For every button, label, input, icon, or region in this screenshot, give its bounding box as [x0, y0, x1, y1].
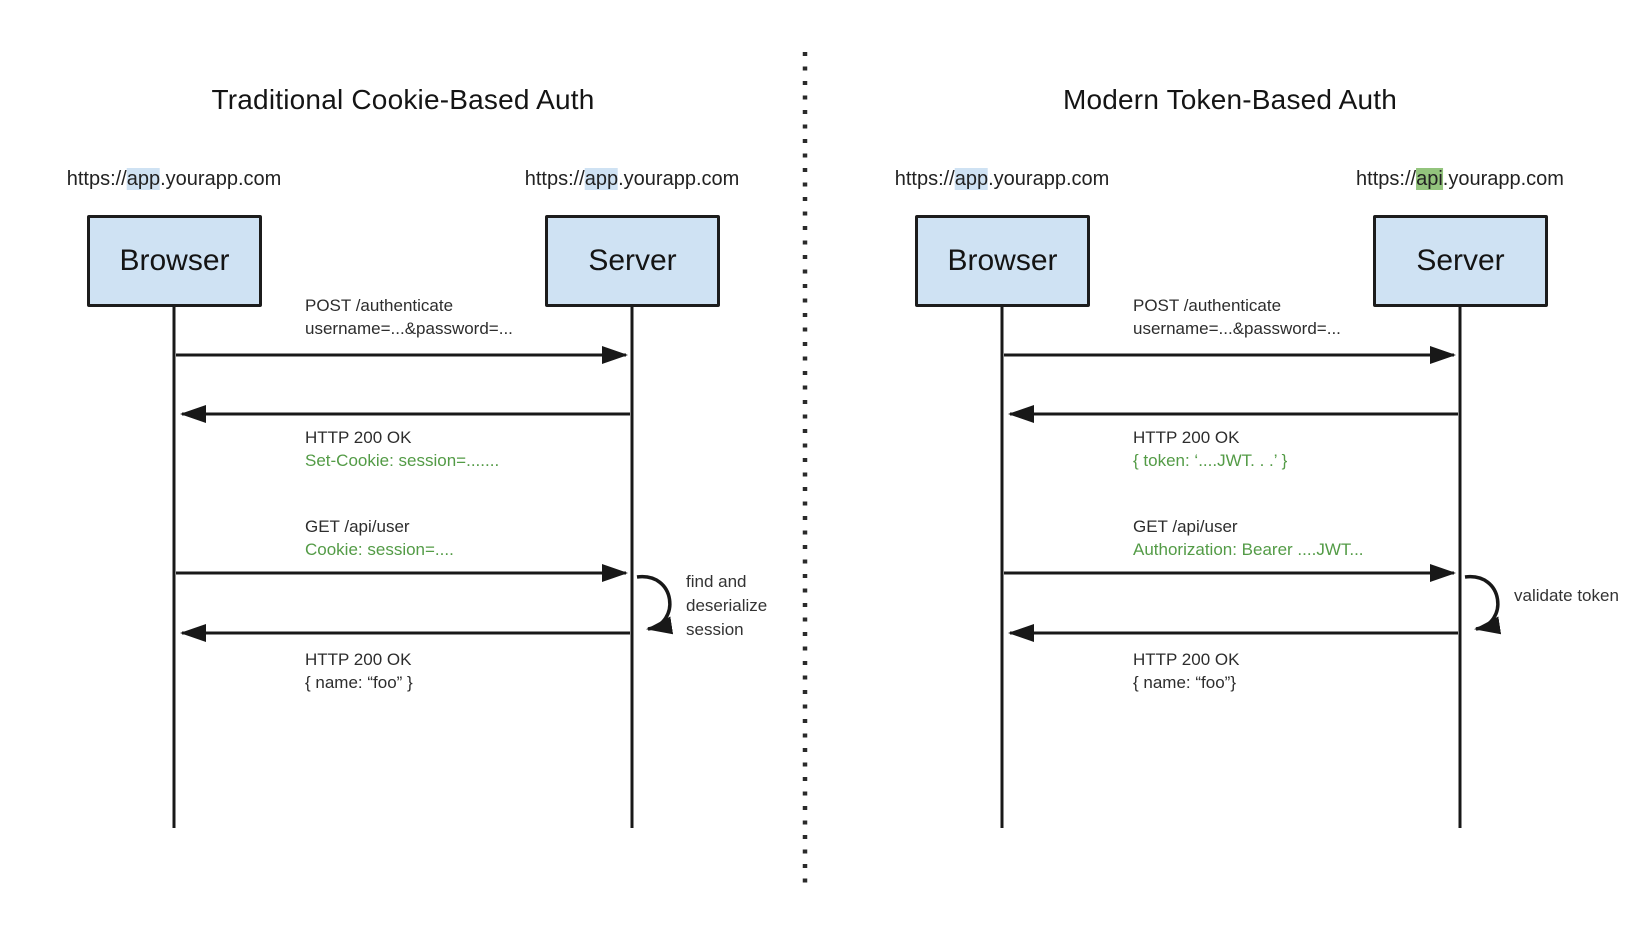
- message-post-authenticate: POST /authenticate username=...&password…: [305, 294, 513, 340]
- url-prefix: https://: [524, 168, 585, 190]
- message-post-authenticate: POST /authenticate username=...&password…: [1133, 294, 1341, 340]
- message-http200-name-foo: HTTP 200 OK { name: “foo”}: [1133, 648, 1239, 694]
- browser-box-label: Browser: [947, 244, 1058, 277]
- url-highlight-app: app: [584, 168, 619, 190]
- server-url: https://app.yourapp.com: [524, 168, 740, 191]
- note-line: validate token: [1514, 586, 1619, 605]
- server-self-loop-arrow: [636, 575, 674, 635]
- url-highlight-api: api: [1416, 168, 1443, 190]
- message-line1: HTTP 200 OK: [1133, 650, 1240, 669]
- message-line1: POST /authenticate: [305, 296, 454, 315]
- url-prefix: https://: [894, 168, 955, 190]
- note-line: session: [686, 620, 744, 639]
- server-self-loop-arrow: [1464, 575, 1502, 635]
- message-line2: Cookie: session=....: [305, 540, 454, 559]
- message-line2: username=...&password=...: [1133, 319, 1341, 338]
- panel-title: Modern Token-Based Auth: [1062, 84, 1398, 115]
- message-line1: POST /authenticate: [1133, 296, 1282, 315]
- browser-url: https://app.yourapp.com: [66, 168, 282, 191]
- browser-box: Browser: [87, 215, 262, 307]
- note-line: find and: [686, 572, 747, 591]
- server-box-label: Server: [588, 244, 677, 277]
- note-line: deserialize: [686, 596, 768, 615]
- message-line1: HTTP 200 OK: [305, 650, 412, 669]
- url-prefix: https://: [66, 168, 127, 190]
- server-url: https://api.yourapp.com: [1356, 168, 1564, 191]
- message-http200-set-cookie: HTTP 200 OK Set-Cookie: session=.......: [305, 426, 499, 472]
- message-line2: Set-Cookie: session=.......: [305, 451, 500, 470]
- server-process-note: find and deserialize session: [686, 570, 767, 642]
- message-line1: HTTP 200 OK: [305, 428, 412, 447]
- server-box-label: Server: [1416, 244, 1505, 277]
- browser-box-label: Browser: [119, 244, 230, 277]
- message-line1: GET /api/user: [305, 517, 410, 536]
- url-highlight-app: app: [954, 168, 989, 190]
- browser-url: https://app.yourapp.com: [894, 168, 1110, 191]
- url-suffix: .yourapp.com: [1442, 168, 1564, 190]
- panel-title: Traditional Cookie-Based Auth: [211, 84, 595, 115]
- panel-token-auth: Modern Token-Based Auth https://app.your…: [828, 0, 1632, 927]
- message-line2: username=...&password=...: [305, 319, 513, 338]
- message-http200-token: HTTP 200 OK { token: ‘....JWT. . .’ }: [1133, 426, 1287, 472]
- url-suffix: .yourapp.com: [160, 168, 282, 190]
- server-process-note: validate token: [1514, 584, 1619, 608]
- browser-box: Browser: [915, 215, 1090, 307]
- url-highlight-app: app: [126, 168, 161, 190]
- message-get-api-user: GET /api/user Cookie: session=....: [305, 515, 454, 561]
- message-get-api-user-bearer: GET /api/user Authorization: Bearer ....…: [1133, 515, 1364, 561]
- message-line1: HTTP 200 OK: [1133, 428, 1240, 447]
- message-line1: GET /api/user: [1133, 517, 1238, 536]
- url-suffix: .yourapp.com: [618, 168, 740, 190]
- message-line2: { token: ‘....JWT. . .’ }: [1133, 451, 1288, 470]
- server-box: Server: [1373, 215, 1548, 307]
- message-line2: { name: “foo” }: [305, 673, 413, 692]
- panel-cookie-auth: Traditional Cookie-Based Auth https://ap…: [0, 0, 806, 927]
- message-line2: { name: “foo”}: [1133, 673, 1237, 692]
- message-http200-name-foo: HTTP 200 OK { name: “foo” }: [305, 648, 413, 694]
- server-box: Server: [545, 215, 720, 307]
- message-line2: Authorization: Bearer ....JWT...: [1133, 540, 1364, 559]
- url-suffix: .yourapp.com: [988, 168, 1110, 190]
- url-prefix: https://: [1356, 168, 1417, 190]
